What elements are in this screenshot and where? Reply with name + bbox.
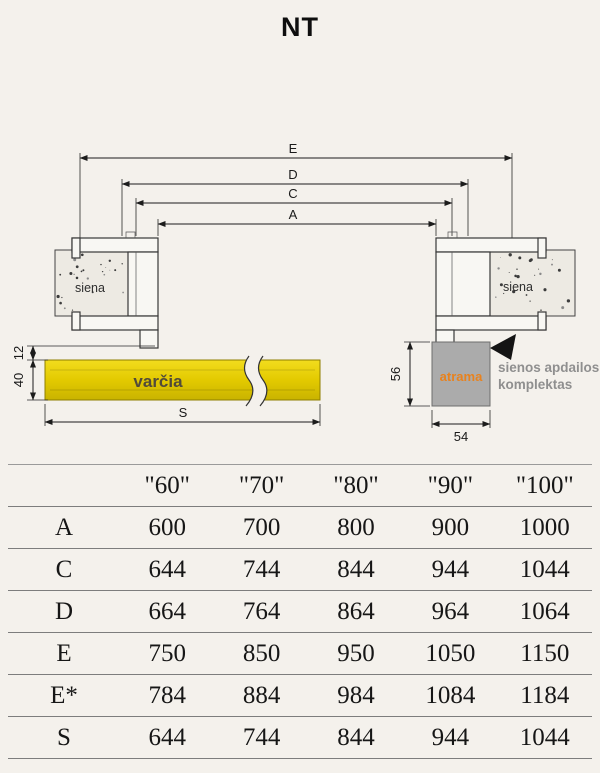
column-header-70: "70" [214, 472, 308, 500]
table-cell: 944 [403, 724, 497, 752]
technical-drawing: E D C A siena siena [0, 0, 600, 460]
table-cell: 1064 [498, 598, 592, 626]
dim-label-56: 56 [388, 367, 403, 381]
table-cell: 944 [403, 556, 497, 584]
table-cell: 1150 [498, 640, 592, 668]
table-row-D: D 664 764 864 964 1064 [8, 591, 592, 633]
table-cell: 1044 [498, 724, 592, 752]
leaf-width-dimension: S [45, 404, 320, 426]
dim-label-12: 12 [11, 346, 26, 360]
table-row-S: S 644 744 844 944 1044 [8, 717, 592, 759]
column-header-90: "90" [403, 472, 497, 500]
table-cell: 864 [309, 598, 403, 626]
kit-label-line1: sienos apdailos [498, 360, 599, 375]
column-header-60: "60" [120, 472, 214, 500]
table-cell: 1044 [498, 556, 592, 584]
table-row-C: C 644 744 844 944 1044 [8, 549, 592, 591]
dim-label-A: A [289, 207, 298, 222]
table-cell: 884 [214, 682, 308, 710]
table-cell: 744 [214, 556, 308, 584]
dim-label-C: C [288, 186, 297, 201]
table-cell: 984 [309, 682, 403, 710]
support-label: atrama [440, 369, 483, 384]
row-label: E* [8, 682, 120, 710]
right-wall-label: siena [503, 280, 533, 294]
row-label: A [8, 514, 120, 542]
dim-label-E: E [289, 141, 298, 156]
table-cell: 644 [120, 556, 214, 584]
column-header-80: "80" [309, 472, 403, 500]
table-cell: 800 [309, 514, 403, 542]
door-leaf: varčia [45, 356, 320, 406]
dim-label-54: 54 [454, 429, 468, 444]
left-frame-section: siena [55, 232, 158, 348]
right-frame-section: siena atrama sienos apdailos komplektas … [388, 232, 599, 444]
width-dimensions: E D C A [80, 141, 512, 248]
table-cell: 700 [214, 514, 308, 542]
column-header-100: "100" [498, 472, 592, 500]
table-cell: 664 [120, 598, 214, 626]
table-cell: 644 [120, 724, 214, 752]
kit-label-line2: komplektas [498, 377, 572, 392]
table-cell: 600 [120, 514, 214, 542]
left-wall-label: siena [75, 281, 105, 295]
table-cell: 1050 [403, 640, 497, 668]
pointer-wedge [490, 334, 516, 360]
table-cell: 844 [309, 556, 403, 584]
row-label: E [8, 640, 120, 668]
dim-label-D: D [288, 167, 297, 182]
dim-label-40: 40 [11, 373, 26, 387]
row-label: C [8, 556, 120, 584]
table-cell: 1000 [498, 514, 592, 542]
table-cell: 744 [214, 724, 308, 752]
dimension-table: "60" "70" "80" "90" "100" A 600 700 800 … [8, 464, 592, 759]
row-label: D [8, 598, 120, 626]
table-cell: 850 [214, 640, 308, 668]
table-cell: 750 [120, 640, 214, 668]
table-row-E-star: E* 784 884 984 1084 1184 [8, 675, 592, 717]
table-cell: 900 [403, 514, 497, 542]
table-cell: 950 [309, 640, 403, 668]
table-cell: 844 [309, 724, 403, 752]
support-width-dimension: 54 [432, 410, 490, 444]
table-cell: 764 [214, 598, 308, 626]
table-row-E: E 750 850 950 1050 1150 [8, 633, 592, 675]
table-cell: 1184 [498, 682, 592, 710]
table-cell: 784 [120, 682, 214, 710]
leaf-label: varčia [133, 372, 183, 391]
table-header-row: "60" "70" "80" "90" "100" [8, 465, 592, 507]
table-cell: 964 [403, 598, 497, 626]
row-label: S [8, 724, 120, 752]
table-row-A: A 600 700 800 900 1000 [8, 507, 592, 549]
dim-label-S: S [179, 405, 188, 420]
table-cell: 1084 [403, 682, 497, 710]
support-height-dimension: 56 [388, 342, 430, 406]
